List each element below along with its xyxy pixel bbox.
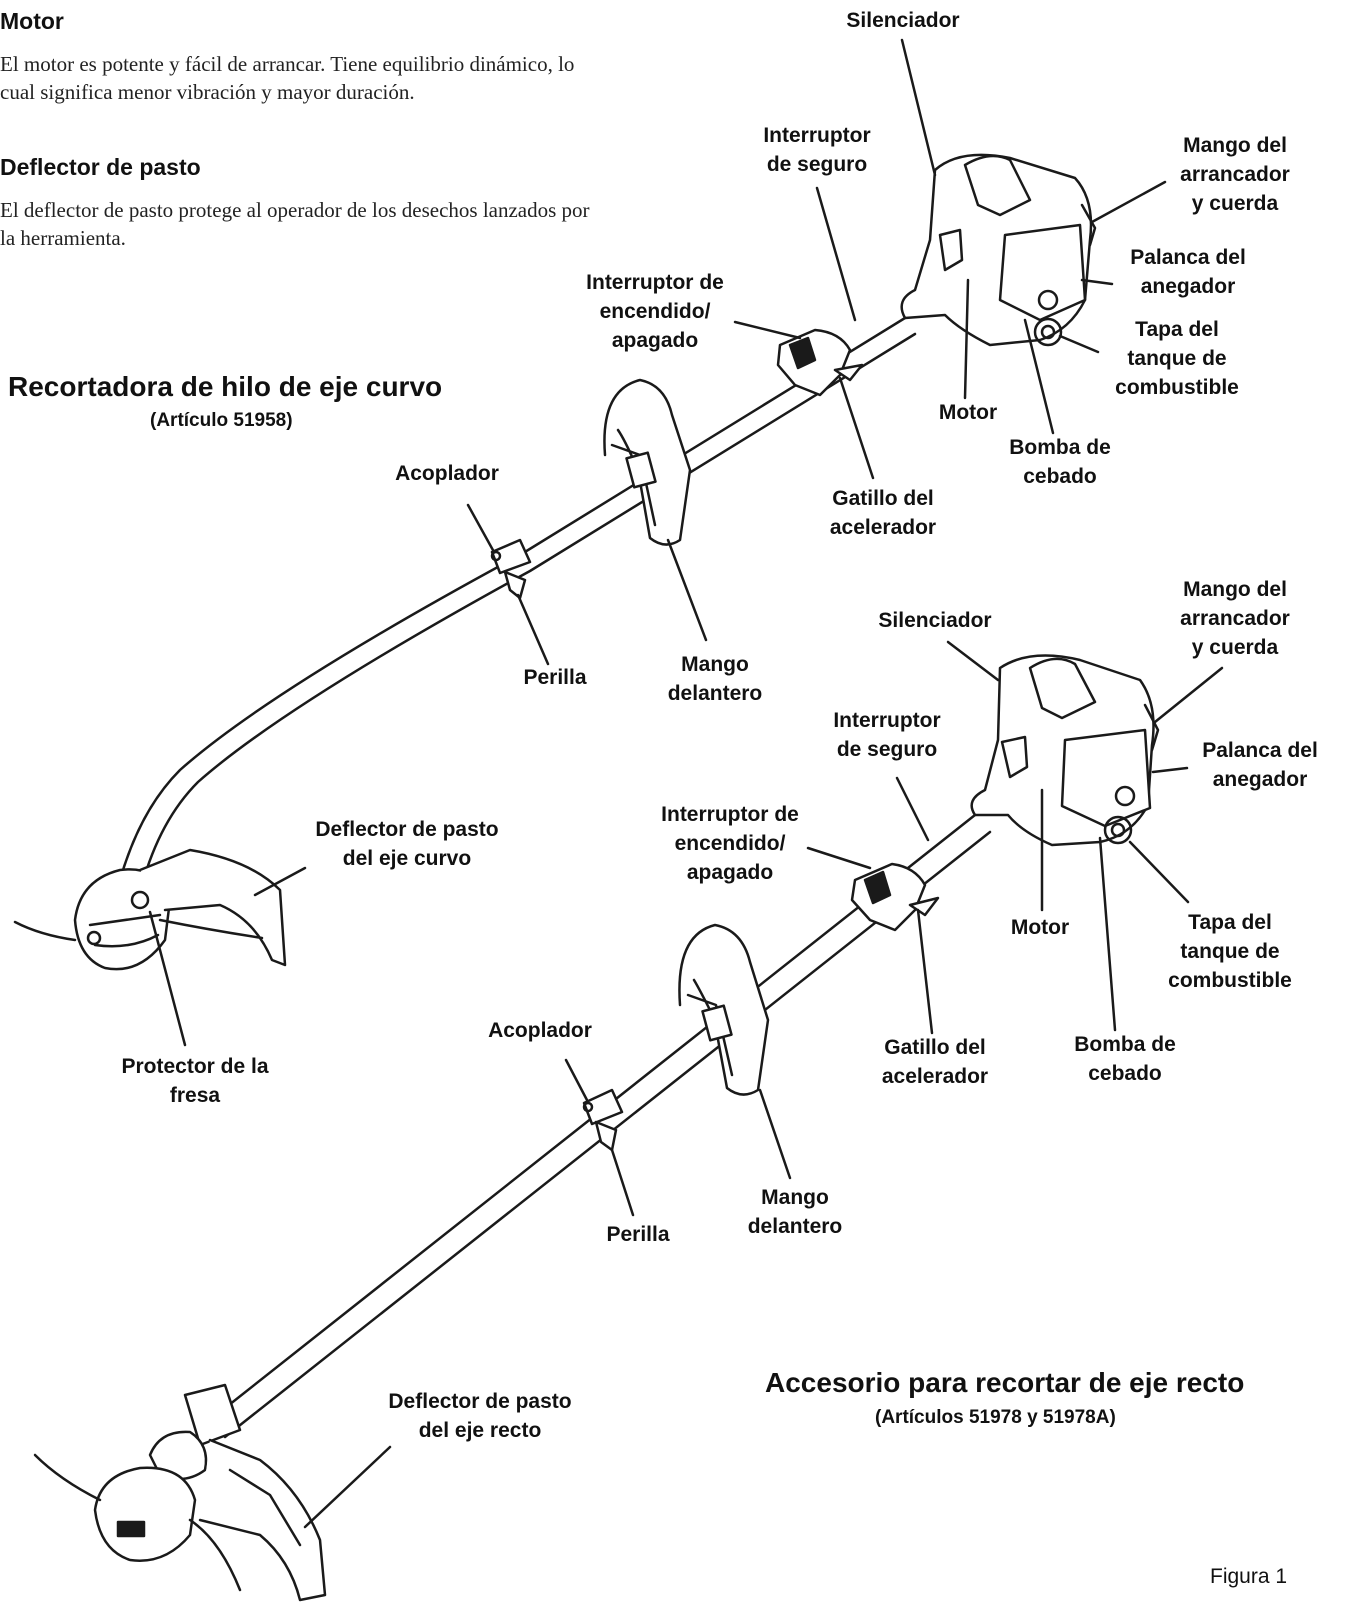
straight-label-deflector: Deflector de pasto del eje recto bbox=[355, 1387, 605, 1445]
straight-label-gatillo: Gatillo del acelerador bbox=[860, 1033, 1010, 1091]
straight-trimmer-title: Accesorio para recortar de eje recto bbox=[765, 1367, 1244, 1399]
straight-label-interruptor-seguro: Interruptor de seguro bbox=[812, 706, 962, 764]
straight-label-motor: Motor bbox=[990, 913, 1090, 942]
motor-heading: Motor bbox=[0, 8, 64, 35]
deflector-heading: Deflector de pasto bbox=[0, 154, 201, 181]
curved-trimmer-title: Recortadora de hilo de eje curvo bbox=[8, 371, 442, 403]
curved-label-deflector: Deflector de pasto del eje curvo bbox=[282, 815, 532, 873]
straight-label-perilla: Perilla bbox=[588, 1220, 688, 1249]
curved-label-mango-arrancador: Mango del arrancador y cuerda bbox=[1150, 131, 1320, 218]
curved-trimmer-model: (Artículo 51958) bbox=[150, 410, 293, 432]
straight-label-mango-arrancador: Mango del arrancador y cuerda bbox=[1150, 575, 1320, 662]
curved-label-interruptor-encendido: Interruptor de encendido/ apagado bbox=[560, 268, 750, 355]
deflector-description: El deflector de pasto protege al operado… bbox=[0, 196, 600, 252]
curved-label-interruptor-seguro: Interruptor de seguro bbox=[742, 121, 892, 179]
straight-label-interruptor-encendido: Interruptor de encendido/ apagado bbox=[635, 800, 825, 887]
curved-label-perilla: Perilla bbox=[505, 663, 605, 692]
curved-label-motor: Motor bbox=[918, 398, 1018, 427]
curved-label-protector: Protector de la fresa bbox=[90, 1052, 300, 1110]
curved-label-acoplador: Acoplador bbox=[377, 459, 517, 488]
curved-label-bomba-cebado: Bomba de cebado bbox=[995, 433, 1125, 491]
straight-trimmer-model: (Artículos 51978 y 51978A) bbox=[875, 1407, 1116, 1429]
straight-label-palanca-anegador: Palanca del anegador bbox=[1175, 736, 1345, 794]
straight-label-mango-delantero: Mango delantero bbox=[730, 1183, 860, 1241]
curved-label-tapa-tanque: Tapa del tanque de combustible bbox=[1092, 315, 1262, 402]
straight-label-acoplador: Acoplador bbox=[470, 1016, 610, 1045]
straight-label-bomba-cebado: Bomba de cebado bbox=[1060, 1030, 1190, 1088]
curved-label-palanca-anegador: Palanca del anegador bbox=[1108, 243, 1268, 301]
curved-label-gatillo: Gatillo del acelerador bbox=[808, 484, 958, 542]
straight-label-tapa-tanque: Tapa del tanque de combustible bbox=[1145, 908, 1315, 995]
curved-label-mango-delantero: Mango delantero bbox=[650, 650, 780, 708]
straight-label-silenciador: Silenciador bbox=[855, 606, 1015, 635]
straight-shaft-trimmer-drawing bbox=[35, 656, 1158, 1601]
motor-description: El motor es potente y fácil de arrancar.… bbox=[0, 50, 600, 106]
curved-label-silenciador: Silenciador bbox=[818, 6, 988, 35]
figure-label: Figura 1 bbox=[1210, 1565, 1287, 1589]
